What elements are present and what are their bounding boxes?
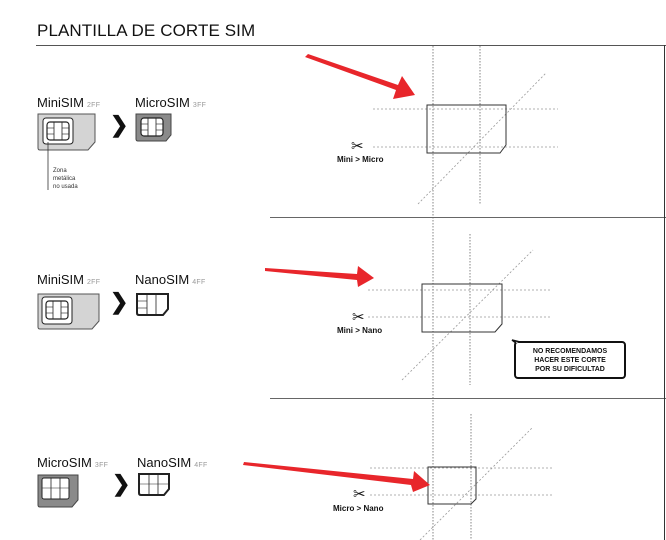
scissors-icon: ✂ <box>351 138 364 155</box>
scissors-icon: ✂ <box>353 486 366 503</box>
warning-callout: NO RECOMENDAMOS HACER ESTE CORTE POR SU … <box>514 341 626 379</box>
microsim-card-icon <box>135 113 172 142</box>
section-divider <box>270 217 666 218</box>
mini-to-micro-template <box>373 46 558 205</box>
chevron-right-icon: ❯ <box>110 112 129 137</box>
minisim-card-icon <box>37 293 100 330</box>
red-arrow-icon <box>265 266 374 287</box>
micro-to-nano-template <box>370 414 552 540</box>
chevron-right-icon: ❯ <box>110 289 129 314</box>
nanosim-card-icon <box>138 473 170 496</box>
callout-tail <box>511 339 521 344</box>
nanosim-card-icon <box>136 293 169 316</box>
cut-label: Mini > Nano <box>337 326 383 335</box>
red-arrow-icon <box>243 462 430 492</box>
cut-label: Mini > Micro <box>337 155 384 164</box>
right-border <box>664 45 665 540</box>
scissors-icon: ✂ <box>352 309 365 326</box>
cut-label: Micro > Nano <box>333 504 384 513</box>
red-arrow-icon <box>305 54 415 99</box>
microsim-card-icon <box>37 474 79 508</box>
chevron-right-icon: ❯ <box>112 471 131 496</box>
title-rule <box>36 45 666 46</box>
minisim-card-icon <box>37 113 96 190</box>
mini-to-nano-template <box>368 234 552 385</box>
section-divider <box>270 398 666 399</box>
page-title: PLANTILLA DE CORTE SIM <box>37 21 256 40</box>
